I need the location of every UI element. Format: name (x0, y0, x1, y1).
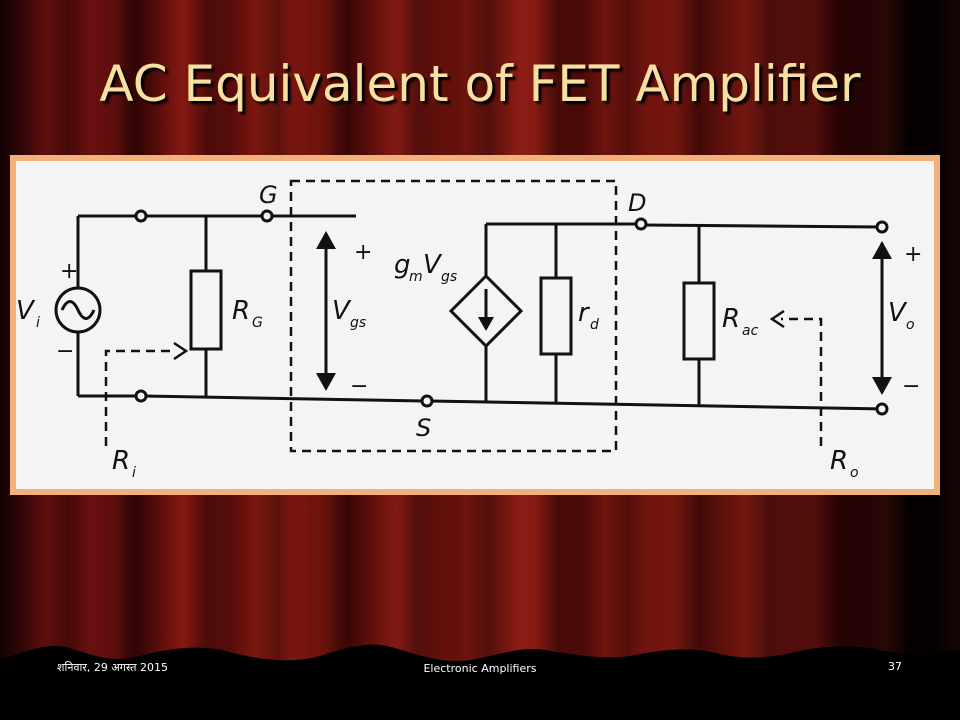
rac-subscript: ac (742, 323, 759, 339)
curtain-bottom-edge (0, 644, 960, 720)
dependent-current-source (448, 273, 524, 349)
terminal-output-bottom (875, 402, 889, 416)
gm-vgs-subscript: gs (441, 269, 457, 285)
gm-subscript: m (409, 269, 423, 285)
ro-subscript: o (850, 465, 859, 481)
rg-label: R (232, 296, 250, 326)
rg-subscript: G (252, 315, 263, 331)
vgs-minus: − (350, 374, 368, 399)
gm-label: g (394, 250, 411, 280)
current-arrow-head (478, 317, 494, 331)
wire-bottom-source (143, 394, 425, 403)
wire-top-output (643, 223, 880, 229)
rd-label: r (578, 298, 591, 328)
vi-plus: + (60, 259, 78, 284)
ri-label: R (112, 446, 130, 476)
footer-date: शनिवार, 29 अगस्त 2015 (57, 661, 169, 674)
terminal-input-bottom (134, 389, 148, 403)
resistor-rac (682, 281, 716, 361)
gate-label: G (259, 181, 278, 209)
vi-subscript: i (36, 315, 40, 331)
vo-label: V (888, 298, 908, 328)
gm-vgs-label: V (423, 250, 443, 280)
terminal-gate (260, 209, 274, 223)
slide-title: AC Equivalent of FET Amplifier (99, 55, 861, 113)
circuit-figure-frame: G D S V i + − R G V gs + − g m V gs r d … (10, 155, 940, 495)
ro-arrow-head (769, 309, 785, 329)
vo-subscript: o (906, 317, 915, 333)
resistor-rd (539, 276, 573, 356)
ri-subscript: i (132, 465, 136, 481)
ro-label: R (830, 446, 848, 476)
rac-label: R (722, 304, 740, 334)
vo-arrow-down (872, 377, 892, 395)
page-number: 37 (888, 660, 902, 673)
vo-arrow-up (872, 241, 892, 259)
circuit-figure-background: G D S V i + − R G V gs + − g m V gs r d … (16, 161, 934, 489)
vo-minus: − (902, 374, 920, 399)
source-label: S (416, 414, 431, 442)
terminal-drain (634, 217, 648, 231)
rd-subscript: d (590, 317, 599, 333)
terminal-input-top (134, 209, 148, 223)
footer-title: Electronic Amplifiers (423, 662, 537, 675)
vi-label: V (16, 296, 36, 326)
vgs-label: V (332, 296, 352, 326)
vo-plus: + (904, 242, 922, 267)
vgs-subscript: gs (350, 315, 366, 331)
vgs-plus: + (354, 240, 372, 265)
ro-dashed-path (781, 317, 823, 446)
terminal-output-top (875, 220, 889, 234)
circuit-diagram: G D S V i + − R G V gs + − g m V gs r d … (16, 179, 922, 481)
terminal-source (420, 394, 434, 408)
vgs-arrow-down (316, 373, 336, 391)
ri-dashed-path (104, 349, 176, 446)
vgs-arrow-up (316, 231, 336, 249)
ac-source-symbol (54, 286, 102, 334)
ri-arrow-head (173, 341, 189, 361)
fet-dashed-box (289, 179, 618, 453)
drain-label: D (628, 189, 646, 217)
resistor-rg (189, 269, 223, 351)
wire-bottom-output (429, 399, 887, 411)
vi-minus: − (56, 339, 74, 364)
ac-source-wave (60, 300, 96, 320)
